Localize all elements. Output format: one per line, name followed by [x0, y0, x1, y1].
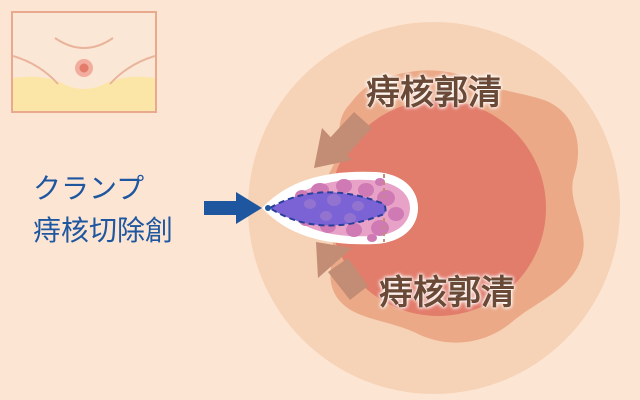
- anal-canal: [330, 100, 546, 316]
- inset-anus-inner: [79, 63, 89, 73]
- inset-body-curve: [54, 37, 114, 49]
- clamp-label-line2: 痔核切除創: [33, 214, 174, 247]
- clamp-tip: [265, 205, 271, 211]
- clamp-shape: [268, 191, 387, 227]
- clamp-arrow: [204, 192, 262, 224]
- inset-yellow-area: [13, 76, 155, 111]
- clamp-label: クランプ 痔核切除創: [33, 168, 173, 252]
- arrow-top: [314, 112, 372, 168]
- clamp-dots: [304, 194, 364, 223]
- excision-label-bottom: 痔核郭清: [379, 273, 515, 313]
- inset-thumbnail: [11, 11, 157, 113]
- clamp-label-line1: クランプ: [33, 172, 145, 205]
- excision-label-top: 痔核郭清: [366, 73, 502, 113]
- inset-body-outline: [13, 55, 155, 85]
- arrow-bottom: [316, 242, 368, 300]
